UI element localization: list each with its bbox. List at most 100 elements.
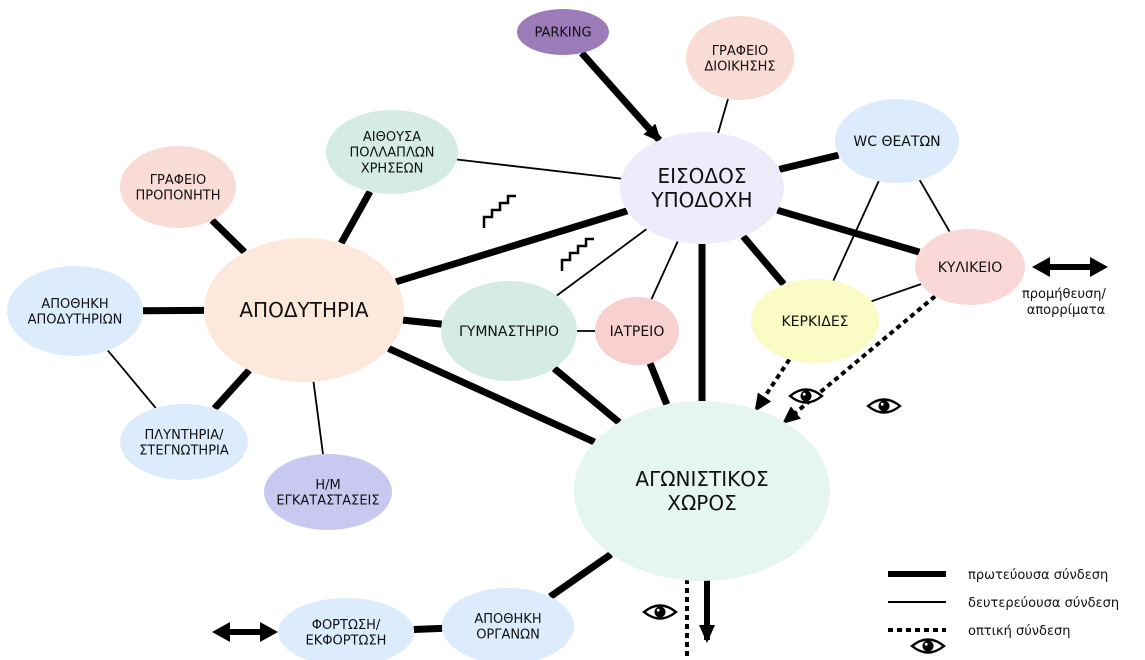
- node-label-line: ΣΤΕΓΝΩΤΗΡΙΑ: [139, 444, 229, 459]
- node-label-line: ΥΠΟΔΟΧΗ: [650, 188, 752, 212]
- node-shape: [517, 9, 609, 55]
- primary-connection: [413, 624, 443, 633]
- primary-connection: [387, 345, 596, 446]
- eye-icon: [910, 638, 946, 654]
- primary-connection: [338, 189, 374, 245]
- primary-connection: [209, 217, 248, 255]
- node-iatreio: ΙΑΤΡΕΙΟ: [595, 297, 679, 365]
- node-label-line: ΙΑΤΡΕΙΟ: [610, 324, 665, 340]
- node-label: ΙΑΤΡΕΙΟ: [610, 324, 665, 340]
- eye-icon: [642, 604, 678, 620]
- node-label: ΠΛΥΝΤΗΡΙΑ/ΣΤΕΓΝΩΤΗΡΙΑ: [139, 428, 229, 459]
- node-fortosi: ΦΟΡΤΩΣΗ/ΕΚΦΟΡΤΩΣΗ: [278, 598, 414, 660]
- node-shape: [441, 281, 577, 381]
- node-shape: [204, 238, 404, 382]
- node-shape: [915, 229, 1025, 305]
- node-plyntiria: ΠΛΥΝΤΗΡΙΑ/ΣΤΕΓΝΩΤΗΡΙΑ: [120, 404, 248, 480]
- primary-connection: [551, 365, 622, 426]
- primary-connection: [211, 367, 252, 411]
- primary-connection: [778, 151, 840, 173]
- stairs-icon: [560, 237, 594, 271]
- stairs-icon: [482, 194, 516, 228]
- secondary-connection: [717, 98, 729, 134]
- secondary-connection: [107, 349, 157, 409]
- node-shape: [120, 146, 236, 228]
- node-apodytiria: ΑΠΟΔΥΤΗΡΙΑ: [204, 238, 404, 382]
- node-shape: [442, 588, 574, 660]
- node-label-line: ΑΓΩΝΙΣΤΙΚΟΣ: [635, 467, 768, 491]
- node-gymnastirio: ΓΥΜΝΑΣΤΗΡΙΟ: [441, 281, 577, 381]
- node-kylikeio: ΚΥΛΙΚΕΙΟ: [915, 229, 1025, 305]
- secondary-connection: [556, 228, 647, 297]
- node-shape: [264, 454, 392, 530]
- node-label: ΚΕΡΚΙΔΕΣ: [781, 314, 848, 330]
- node-shape: [326, 110, 458, 194]
- legend-primary-label: πρωτεύουσα σύνδεση: [968, 568, 1108, 583]
- node-wc-theaton: WC ΘΕΑΤΩΝ: [835, 99, 959, 183]
- node-label-line: ΠΡΟΠΟΝΗΤΗ: [135, 189, 220, 204]
- secondary-connection: [650, 241, 679, 300]
- node-shape: [278, 598, 414, 660]
- node-label-line: ΕΙΣΟΔΟΣ: [658, 164, 747, 188]
- primary-connection: [394, 207, 629, 286]
- node-label-line: ΦΟΡΤΩΣΗ/: [312, 618, 381, 633]
- node-label-line: ΓΡΑΦΕΙΟ: [150, 173, 207, 188]
- node-label-line: ΑΠΟΘΗΚΗ: [474, 612, 541, 627]
- node-label: ΦΟΡΤΩΣΗ/ΕΚΦΟΡΤΩΣΗ: [306, 618, 387, 649]
- node-label-line: ΚΥΛΙΚΕΙΟ: [938, 260, 1003, 276]
- node-label: ΚΥΛΙΚΕΙΟ: [938, 260, 1003, 276]
- legend: πρωτεύουσα σύνδεση δευτερεύουσα σύνδεση …: [888, 568, 1119, 654]
- node-kerkides: ΚΕΡΚΙΔΕΣ: [751, 279, 879, 363]
- primary-connection: [402, 316, 443, 328]
- primary-connection: [776, 206, 921, 256]
- node-label-line: ΑΠΟΔΥΤΗΡΙΑ: [239, 298, 369, 322]
- loading-double-arrow: [212, 622, 278, 642]
- node-shape: [120, 404, 248, 480]
- node-shape: [686, 16, 794, 100]
- node-label-line: ΧΡΗΣΕΩΝ: [361, 161, 424, 176]
- node-label-line: ΚΕΡΚΙΔΕΣ: [781, 314, 848, 330]
- primary-connection: [548, 551, 613, 600]
- secondary-connection: [312, 381, 324, 455]
- secondary-connection: [456, 158, 622, 180]
- secondary-connection: [918, 179, 951, 233]
- eye-icon: [788, 388, 824, 404]
- node-label: WC ΘΕΑΤΩΝ: [853, 134, 940, 150]
- node-label-line: ΑΠΟΔΥΤΗΡΙΩΝ: [28, 313, 123, 328]
- primary-connection: [740, 234, 787, 287]
- primary-connection: [646, 361, 671, 406]
- node-label-line: ΠΛΥΝΤΗΡΙΑ/: [145, 428, 225, 443]
- node-label-line: Η/Μ: [315, 478, 340, 493]
- legend-visual-label: οπτική σύνδεση: [968, 624, 1071, 639]
- node-label-line: ΧΩΡΟΣ: [667, 491, 736, 515]
- eye-icon: [866, 398, 902, 414]
- node-label-line: ΑΙΘΟΥΣΑ: [363, 130, 421, 145]
- node-label-line: ΓΥΜΝΑΣΤΗΡΙΟ: [459, 324, 559, 340]
- secondary-connection: [832, 180, 880, 282]
- node-label-line: ΕΓΚΑΤΑΣΤΑΣΕΙΣ: [276, 494, 379, 509]
- node-shape: [595, 297, 679, 365]
- node-parking: PARKING: [517, 9, 609, 55]
- node-shape: [751, 279, 879, 363]
- legend-secondary-label: δευτερεύουσα σύνδεση: [968, 596, 1119, 611]
- node-shape: [7, 266, 143, 356]
- node-shape: [574, 401, 830, 581]
- supply-label: προμήθευση/ απορρίματα: [1022, 287, 1110, 318]
- visual-connection: [754, 358, 792, 412]
